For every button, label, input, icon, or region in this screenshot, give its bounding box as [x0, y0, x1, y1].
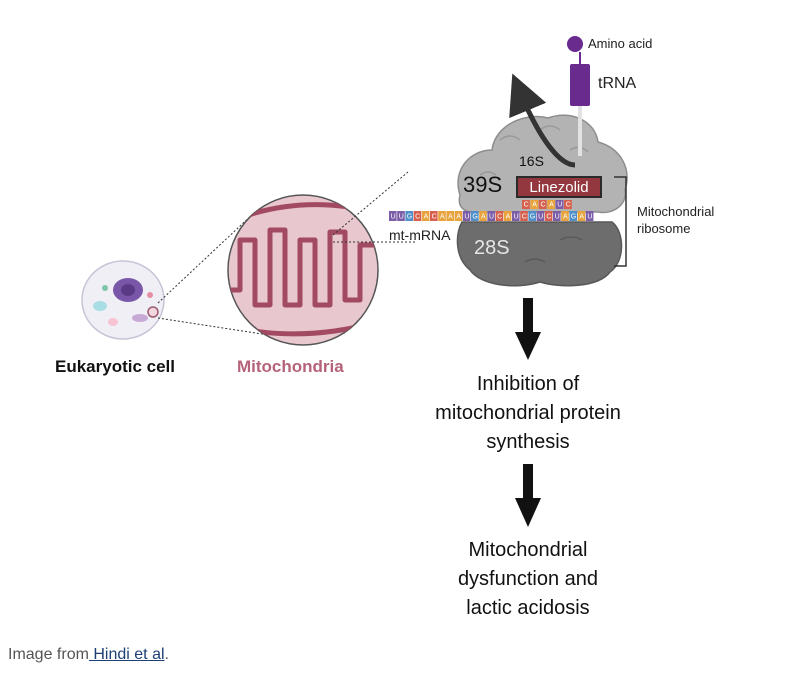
- mrna-nucleotide-tile: [421, 211, 430, 221]
- mrna-nucleotide-letter: A: [456, 214, 461, 221]
- mitochondria-icon: [227, 194, 379, 346]
- trna-stem: [578, 106, 582, 156]
- mrna-nucleotide-tile: [446, 211, 454, 221]
- mrna-nucleotide-letter: C: [497, 214, 502, 221]
- mrna-nucleotide-tile: [405, 211, 413, 221]
- hindi-et-al-link[interactable]: Hindi et al: [88, 646, 165, 663]
- mrna-nucleotide-tile: [471, 211, 479, 221]
- mrna-nucleotide-tile: [430, 211, 438, 221]
- mrna-nucleotide-letter: A: [448, 214, 453, 221]
- mrna-nucleotide-tile: [544, 211, 553, 221]
- eukaryotic-cell-icon: [81, 260, 165, 340]
- outcome1-line3: synthesis: [486, 431, 569, 453]
- mrna-nucleotide-letter: A: [481, 214, 486, 221]
- mrna-nucleotide-letter: U: [391, 214, 396, 221]
- mrna-nucleotide-letter: A: [579, 214, 584, 221]
- mrna-nucleotide-letter: A: [440, 214, 445, 221]
- mrna-nucleotide-tile: [553, 211, 561, 221]
- mrna-nucleotide-tile: [462, 211, 471, 221]
- ribosome-label-line2: ribosome: [637, 221, 690, 236]
- mrna-nucleotide-tile: [512, 211, 520, 221]
- linezolid-label: Linezolid: [529, 179, 588, 196]
- caption-suffix: .: [164, 646, 169, 663]
- mrna-nucleotide-letter: U: [514, 214, 519, 221]
- mitochondria-label: Mitochondria: [237, 357, 344, 376]
- outcome2-line1: Mitochondrial: [469, 539, 588, 561]
- mrna-nucleotide-letter: U: [555, 214, 560, 221]
- mrna-nucleotide-tile: [495, 211, 504, 221]
- exit-arrow: [509, 73, 576, 168]
- outcome2-line3: lactic acidosis: [466, 597, 589, 619]
- down-arrow-2: [515, 464, 541, 527]
- image-caption: Image from Hindi et al.: [8, 646, 169, 664]
- mrna-nucleotide-tile: [479, 211, 487, 221]
- mrna-nucleotide-tile: [397, 211, 405, 221]
- trna-label: tRNA: [598, 75, 637, 92]
- codon-nucleotide-letter: A: [549, 202, 554, 209]
- 39s-label: 39S: [463, 172, 502, 197]
- outcome2-line2: dysfunction and: [458, 568, 598, 590]
- codon-nucleotide-letter: C: [540, 202, 545, 209]
- mrna-nucleotide-letter: C: [415, 214, 420, 221]
- mrna-nucleotide-letter: A: [506, 214, 511, 221]
- codon-nucleotide-tile: [522, 200, 530, 209]
- amino-acid-icon: [567, 36, 583, 52]
- mrna-nucleotide-tile: [520, 211, 528, 221]
- mrna-nucleotide-tile: [454, 211, 463, 221]
- mrna-nucleotide-tile: [487, 211, 495, 221]
- mrna-nucleotide-letter: G: [472, 214, 477, 221]
- mrna-nucleotide-letter: G: [530, 214, 535, 221]
- mrna-nucleotide-letter: A: [563, 214, 568, 221]
- mrna-nucleotide-tile: [528, 211, 536, 221]
- mrna-nucleotide-tile: [577, 211, 586, 221]
- ribosome-28s-subunit: [456, 221, 623, 287]
- mrna-nucleotide-letter: G: [407, 214, 412, 221]
- mrna-nucleotide-letter: A: [424, 214, 429, 221]
- mrna-nucleotide-letter: G: [571, 214, 576, 221]
- mrna-nucleotide-letter: C: [522, 214, 527, 221]
- down-arrow-1: [515, 298, 541, 360]
- 16s-label: 16S: [519, 153, 544, 169]
- amino-acid-label: Amino acid: [588, 36, 652, 51]
- mrna-nucleotide-letter: U: [489, 214, 494, 221]
- codon-nucleotide-letter: U: [557, 202, 562, 209]
- mrna-nucleotide-letter: C: [546, 214, 551, 221]
- mrna-nucleotide-tile: [503, 211, 512, 221]
- mrna-nucleotide-tile: [438, 211, 446, 221]
- mrna-nucleotide-letter: U: [538, 214, 543, 221]
- codon-nucleotide-letter: A: [532, 202, 537, 209]
- linezolid-box: [516, 176, 602, 198]
- codon-nucleotide-letter: C: [566, 202, 571, 209]
- codon-nucleotide-letter: C: [524, 202, 529, 209]
- codon-nucleotide-tile: [538, 200, 547, 209]
- 28s-label: 28S: [474, 237, 510, 259]
- mrna-nucleotide-tile: [536, 211, 545, 221]
- mrna-nucleotide-tile: [389, 211, 397, 221]
- outcome1-line1: Inhibition of: [477, 373, 580, 395]
- mrna-nucleotide-tile: [413, 211, 422, 221]
- trna-icon: [570, 52, 590, 106]
- outcome1-line2: mitochondrial protein: [435, 402, 621, 424]
- caption-prefix: Image from: [8, 646, 89, 663]
- ribosome-bracket: [614, 176, 627, 267]
- mrna-nucleotide-letter: U: [464, 214, 469, 221]
- eukaryotic-cell-label: Eukaryotic cell: [55, 357, 175, 376]
- mrna-nucleotide-letter: U: [399, 214, 404, 221]
- codon-nucleotide-tile: [547, 200, 555, 209]
- mt-mrna-label: mt-mRNA: [389, 227, 451, 243]
- mrna-nucleotide-letter: C: [432, 214, 437, 221]
- codon-nucleotide-tile: [564, 200, 572, 209]
- mrna-nucleotide-letter: U: [587, 214, 592, 221]
- mrna-nucleotide-tile: [569, 211, 577, 221]
- mrna-nucleotide-tile: [561, 211, 569, 221]
- codon-nucleotide-tile: [530, 200, 539, 209]
- mrna-nucleotide-tile: [585, 211, 594, 221]
- ribosome-label-line1: Mitochondrial: [637, 204, 714, 219]
- codon-nucleotide-tile: [555, 200, 564, 209]
